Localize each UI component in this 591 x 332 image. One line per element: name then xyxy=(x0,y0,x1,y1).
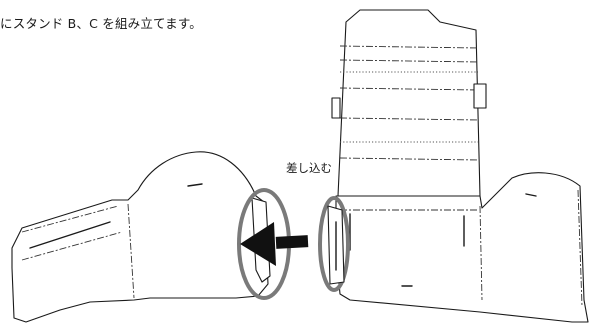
right-fold-5 xyxy=(339,157,479,161)
right-tall-panel-outline xyxy=(337,9,481,197)
right-side-tab xyxy=(331,97,341,119)
right-highlight-ring xyxy=(318,196,350,292)
instruction-text: にスタンド B、C を組み立てます。 xyxy=(0,16,202,31)
left-slot-2 xyxy=(187,183,203,187)
right-base-fold-2 xyxy=(479,205,483,301)
right-stand-piece xyxy=(331,9,589,323)
insert-callout-label: 差し込む xyxy=(286,161,332,175)
right-fold-3 xyxy=(339,87,479,91)
right-base-fold-3 xyxy=(577,189,583,307)
left-slot-1 xyxy=(29,221,111,249)
right-slot-3 xyxy=(525,193,537,197)
right-fold-2 xyxy=(339,59,479,63)
left-stand-piece xyxy=(11,151,271,323)
right-side-tab-2 xyxy=(473,83,487,109)
insert-arrow xyxy=(240,222,309,266)
left-fold-line-3 xyxy=(21,231,123,261)
left-piece-outline xyxy=(11,151,269,323)
left-fold-line-1 xyxy=(127,203,135,299)
left-fold-line-2 xyxy=(21,205,119,233)
right-fold-1 xyxy=(339,45,479,49)
right-fold-4 xyxy=(339,117,479,121)
